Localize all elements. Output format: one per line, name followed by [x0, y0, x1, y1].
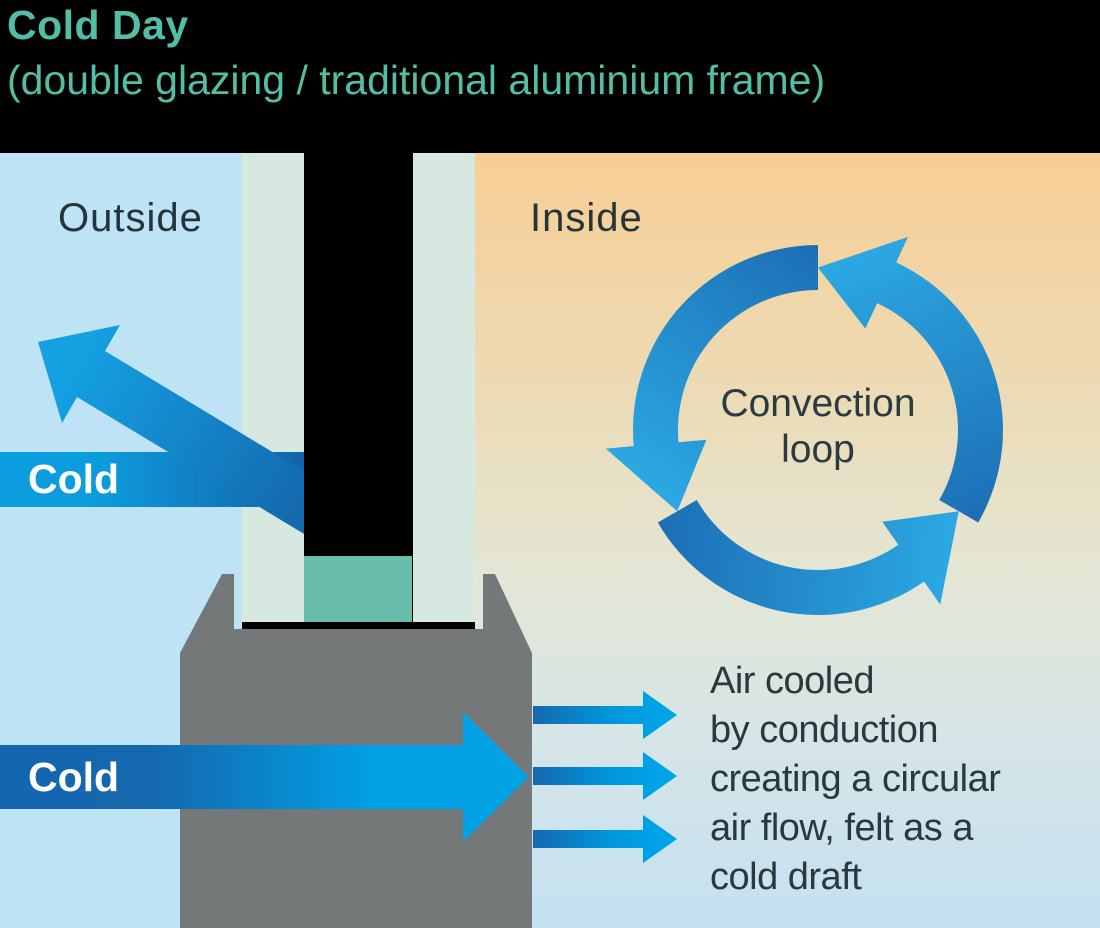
convection-loop-label: Convection loop: [678, 381, 958, 473]
small-draft-arrow-1: [533, 691, 677, 739]
diagram-title: Cold Day (double glazing / traditional a…: [7, 2, 825, 104]
outside-label: Outside: [58, 196, 203, 240]
annotation-line-5: cold draft: [710, 856, 862, 898]
glazing-cavity: [304, 153, 413, 556]
annotation-line-2: by conduction: [710, 709, 939, 751]
glazing-seal-bar: [242, 622, 473, 629]
convection-label-line-2: loop: [781, 428, 855, 471]
convection-loop-arrows: [605, 236, 1003, 615]
small-draft-arrow-2: [533, 752, 677, 800]
title-line-1: Cold Day: [7, 2, 189, 48]
glass-pane-outer: [242, 153, 304, 622]
convection-arc-3: [657, 500, 959, 615]
cold-label-bottom: Cold: [28, 753, 120, 800]
convection-arc-2: [817, 236, 1003, 523]
convection-arc-1: [605, 245, 818, 512]
conduction-annotation: Air cooled by conduction creating a circ…: [710, 657, 1001, 902]
small-draft-arrow-3: [533, 815, 677, 863]
title-line-2: (double glazing / traditional aluminium …: [7, 57, 826, 103]
cold-draft-arrow: [0, 712, 529, 842]
cold-escape-arrow: [38, 325, 362, 552]
cold-label-top: Cold: [28, 456, 120, 502]
glazing-spacer: [304, 556, 412, 622]
annotation-line-3: creating a circular: [710, 758, 1001, 800]
annotation-line-4: air flow, felt as a: [710, 807, 973, 849]
glass-pane-inner: [413, 153, 475, 622]
convection-label-line-1: Convection: [720, 382, 916, 425]
annotation-line-1: Air cooled: [710, 660, 874, 702]
inside-label: Inside: [530, 196, 643, 240]
